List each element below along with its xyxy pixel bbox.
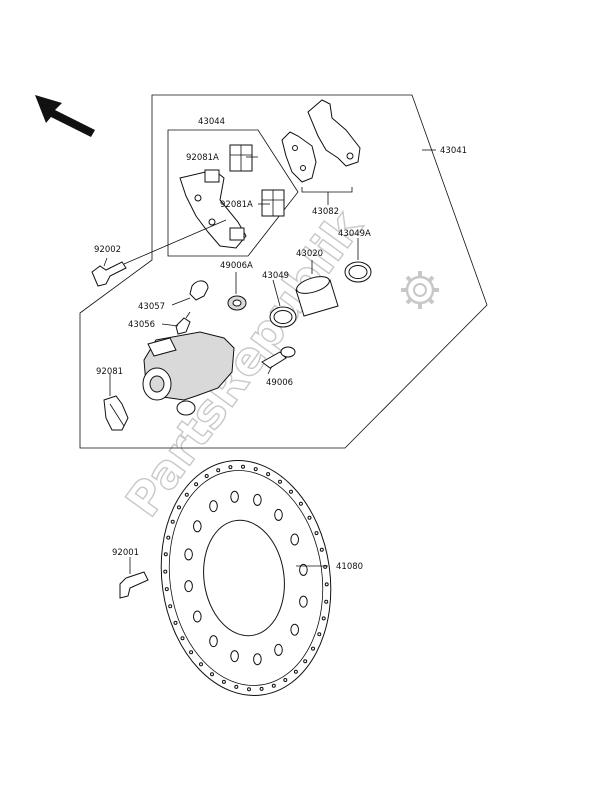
disc-cooling-hole: [274, 643, 283, 656]
disc-outer-hole: [278, 479, 282, 484]
disc-cooling-hole: [230, 490, 239, 503]
disc-outer-hole: [163, 569, 168, 574]
disc-outer-hole: [221, 679, 226, 684]
disc-outer-hole: [194, 482, 199, 487]
disc-outer-hole: [317, 632, 322, 637]
disc-cooling-hole: [290, 533, 300, 546]
label-43056: 43056: [128, 320, 155, 330]
disc-outer-hole: [173, 620, 178, 625]
pad-spring-bottom: [261, 189, 285, 217]
disc-cooling-hole: [290, 623, 300, 636]
disc-outer-hole: [163, 552, 168, 557]
disc-outer-hole: [307, 515, 312, 520]
disc-outer-hole: [234, 684, 239, 689]
disc-outer-hole: [298, 501, 303, 506]
brake-disc: [160, 460, 332, 696]
label-92002: 92002: [94, 245, 121, 255]
disc-outer-hole: [266, 472, 271, 477]
disc-cooling-hole: [274, 508, 283, 521]
label-43049a: 43049A: [338, 229, 371, 239]
label-43020: 43020: [296, 249, 323, 259]
disc-outer-hole: [168, 604, 173, 609]
disc-outer-hole: [170, 519, 175, 524]
caliper-assembly-frame: [79, 94, 488, 449]
disc-holes: [163, 464, 329, 692]
disc-cooling-hole: [209, 635, 218, 648]
label-43049: 43049: [262, 271, 289, 281]
disc-outer-hole: [204, 474, 209, 478]
disc-outer-hole: [314, 531, 319, 536]
disc-cooling-hole: [299, 563, 308, 576]
bleeder-cap-43057: [189, 280, 209, 301]
disc-outer-hole: [166, 535, 171, 540]
disc-outer-hole: [184, 492, 189, 497]
bolt-92002: [91, 261, 127, 287]
disc-outer-hole: [311, 646, 315, 651]
disc-outer-hole: [189, 650, 194, 655]
disc-outer-hole: [247, 687, 251, 692]
disc-outer-hole: [283, 678, 288, 682]
disc-outer-hole: [177, 505, 181, 510]
label-43057: 43057: [138, 302, 165, 312]
pad-group-bracket: [301, 187, 353, 193]
disc-outer-hole: [180, 636, 185, 641]
pad-clip-92081: [103, 395, 129, 431]
bolt-leader: [123, 219, 227, 265]
brake-pad-outer: [307, 99, 361, 167]
disc-outer-hole: [324, 599, 329, 604]
direction-arrow-icon: [35, 95, 95, 137]
disc-outer-hole: [321, 616, 326, 621]
disc-cooling-hole: [193, 610, 202, 623]
part-labels: 43044 92081A 92081A 43082 43041 92002 49…: [94, 117, 467, 572]
label-41080: 41080: [336, 562, 363, 572]
label-92081a-bottom: 92081A: [220, 200, 253, 210]
label-43044: 43044: [198, 117, 225, 127]
disc-cooling-hole: [253, 653, 262, 666]
label-49006: 49006: [266, 378, 293, 388]
gear-icon: [401, 271, 439, 309]
label-92081: 92081: [96, 367, 123, 377]
disc-cooling-hole: [299, 595, 308, 608]
seal-43049a: [344, 261, 372, 283]
dust-boot-49006a: [227, 295, 247, 311]
seal-43049: [269, 306, 297, 328]
caliper-bracket: [179, 169, 247, 249]
disc-outer-hole: [253, 467, 258, 472]
slide-pin-49006: [261, 346, 296, 369]
disc-outer-hole: [259, 686, 264, 691]
label-43041: 43041: [440, 146, 467, 156]
piston-43020: [295, 276, 339, 317]
disc-outer-hole: [164, 587, 169, 592]
disc-cooling-hole: [184, 548, 193, 561]
disc-outer-hole: [216, 468, 221, 473]
disc-outer-hole: [241, 464, 245, 469]
disc-outer-hole: [228, 465, 233, 470]
disc-cooling-hole: [230, 650, 239, 663]
disc-cooling-hole: [253, 493, 262, 506]
disc-outer-hole: [289, 489, 293, 494]
label-92081a-top: 92081A: [186, 153, 219, 163]
disc-cooling-hole: [184, 580, 193, 593]
bracket-assembly-frame: [167, 129, 299, 257]
label-49006a: 49006A: [220, 261, 253, 271]
caliper-body: [142, 331, 235, 416]
label-92001: 92001: [112, 548, 139, 558]
disc-outer-hole: [319, 547, 324, 552]
disc-outer-hole: [303, 659, 308, 664]
disc-outer-hole: [293, 669, 298, 674]
pad-spring-top: [229, 144, 253, 172]
leader-lines: [103, 149, 436, 574]
disc-outer-hole: [271, 683, 276, 688]
bolt-92001: [119, 571, 149, 599]
disc-outer-hole: [199, 662, 203, 667]
brake-pad-inner: [281, 131, 317, 183]
disc-cooling-hole: [209, 500, 218, 513]
disc-cooling-hole: [193, 520, 202, 533]
disc-outer-hole: [210, 672, 214, 677]
disc-outer-hole: [324, 582, 329, 587]
label-43082: 43082: [312, 207, 339, 217]
bleeder-valve-43056: [175, 311, 191, 335]
